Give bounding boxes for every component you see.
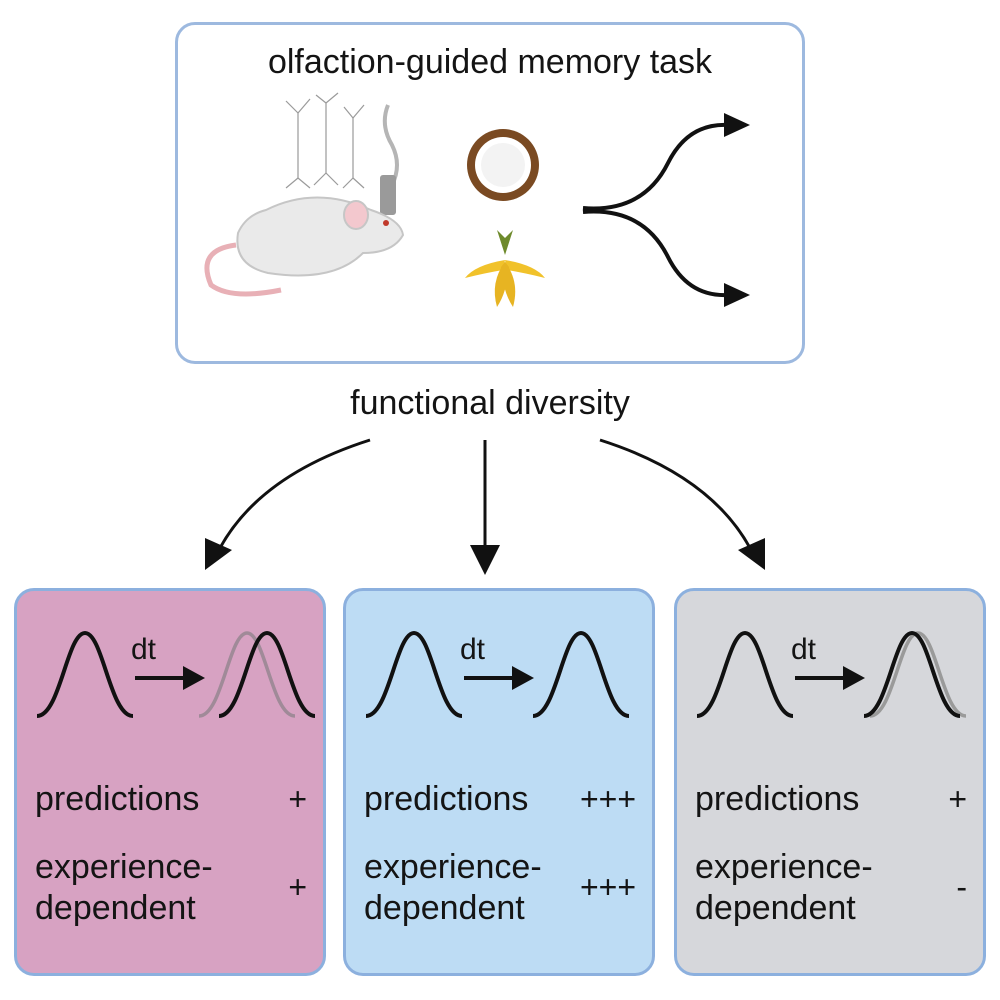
mouse-illustration bbox=[204, 104, 405, 297]
experience-line2: dependent bbox=[35, 889, 196, 927]
predictions-label: predictions bbox=[364, 780, 529, 818]
experience-line2: dependent bbox=[695, 889, 856, 927]
coconut-icon bbox=[467, 129, 539, 201]
gaussian-overlap-icon bbox=[863, 630, 967, 718]
arrow-center-head bbox=[470, 545, 500, 575]
dt-arrow-icon bbox=[795, 666, 865, 690]
experience-line1: experience- bbox=[35, 848, 213, 886]
arrow-right-head bbox=[738, 538, 765, 570]
experience-rating: - bbox=[956, 869, 967, 905]
gaussian-before-icon bbox=[696, 630, 794, 718]
dt-arrow-icon bbox=[135, 666, 205, 690]
gaussian-shifted-icon bbox=[198, 630, 316, 718]
experience-rating: + bbox=[288, 869, 307, 905]
card-shifting: dt predictions + experience- dependent + bbox=[14, 588, 326, 976]
experience-label: experience- dependent bbox=[35, 847, 213, 929]
dt-label: dt bbox=[131, 633, 157, 666]
arrow-left-head bbox=[205, 538, 232, 570]
dt-arrow-icon bbox=[464, 666, 534, 690]
functional-diversity-label: functional diversity bbox=[350, 384, 630, 422]
experience-label: experience- dependent bbox=[364, 847, 542, 929]
experience-rating: +++ bbox=[579, 869, 636, 905]
task-title: olfaction-guided memory task bbox=[267, 43, 713, 81]
card-stable: dt predictions +++ experience- dependent… bbox=[343, 588, 655, 976]
experience-line2: dependent bbox=[364, 889, 525, 927]
predictions-rating: + bbox=[948, 781, 967, 817]
gaussian-after-icon bbox=[532, 630, 630, 718]
predictions-rating: + bbox=[288, 781, 307, 817]
task-panel: olfaction-guided memory task bbox=[175, 22, 805, 364]
flower-icon bbox=[465, 230, 545, 307]
experience-label: experience- dependent bbox=[695, 847, 873, 929]
experience-line1: experience- bbox=[695, 848, 873, 886]
dt-label: dt bbox=[791, 633, 817, 666]
dt-label: dt bbox=[460, 633, 486, 666]
card-narrowing: dt predictions + experience- dependent - bbox=[674, 588, 986, 976]
gaussian-before-icon bbox=[365, 630, 463, 718]
experience-line1: experience- bbox=[364, 848, 542, 886]
branching-arrows bbox=[582, 113, 750, 307]
gaussian-before-icon bbox=[36, 630, 134, 718]
predictions-label: predictions bbox=[695, 780, 860, 818]
neuron-illustration bbox=[285, 92, 365, 189]
predictions-label: predictions bbox=[35, 780, 200, 818]
predictions-rating: +++ bbox=[579, 781, 636, 817]
